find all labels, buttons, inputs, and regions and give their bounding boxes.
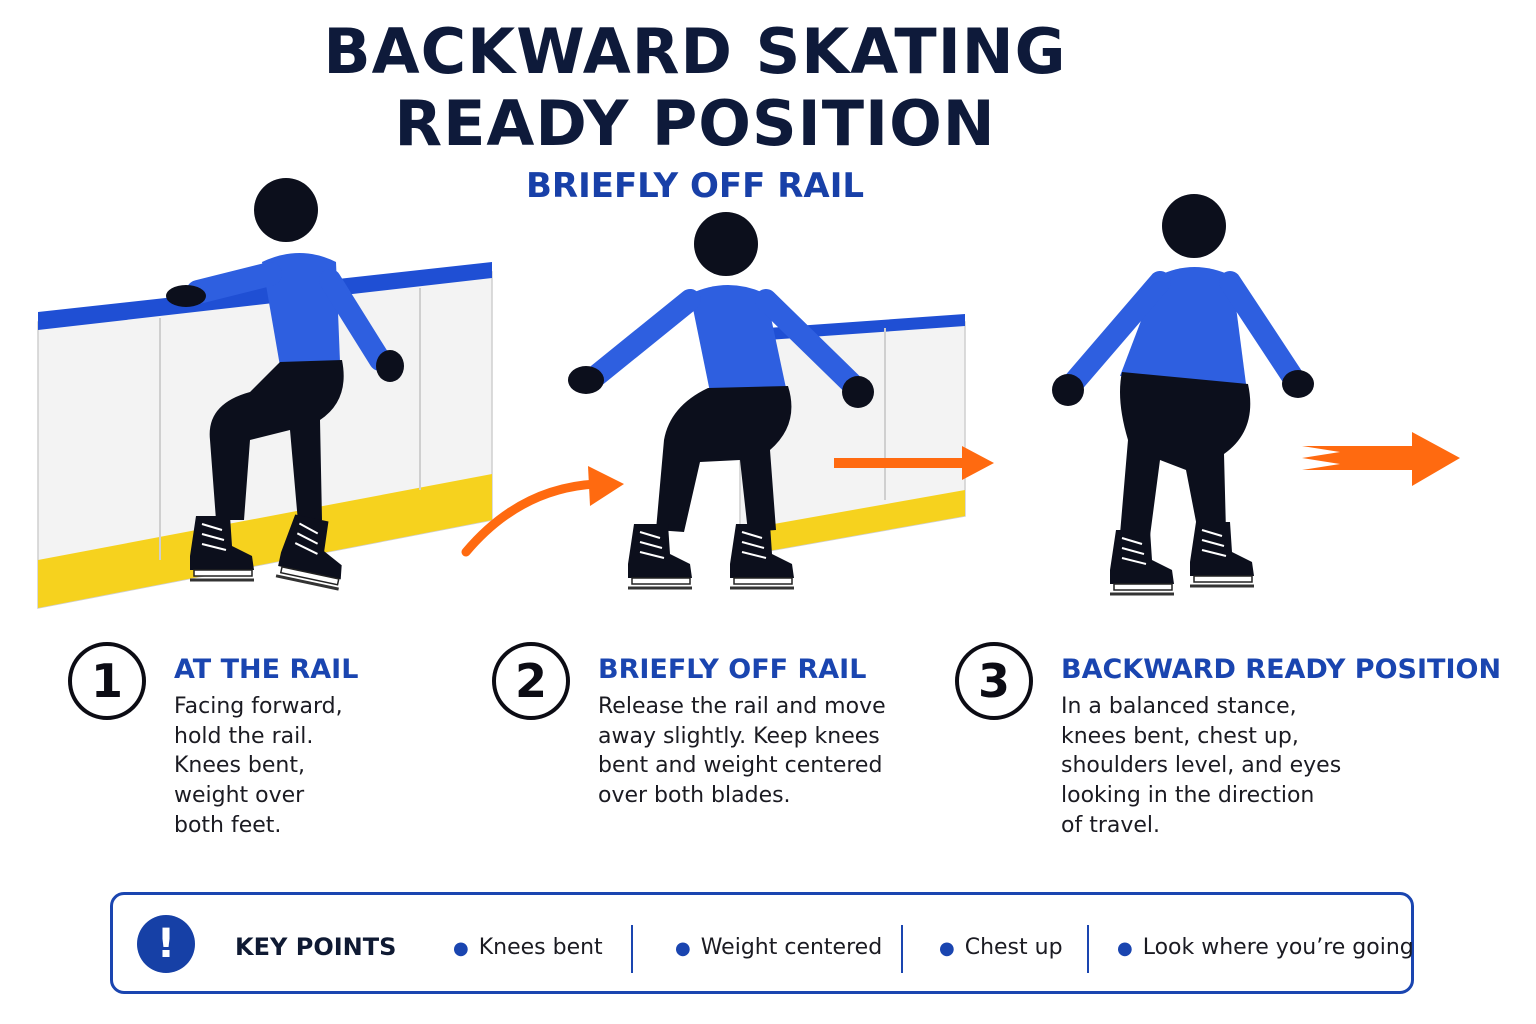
key-point-item: ● Look where you’re going	[1117, 935, 1414, 960]
bullet-icon: ●	[453, 938, 469, 959]
title-line-1: BACKWARD SKATING	[323, 15, 1067, 88]
step-line: of travel.	[1061, 812, 1161, 838]
step-line: both feet.	[174, 812, 282, 838]
step-description: In a balanced stance, knees bent, chest …	[1061, 692, 1341, 841]
step-number-badge: 3	[955, 642, 1033, 720]
key-point-item: ● Chest up	[939, 935, 1063, 960]
skater-ready-position	[1052, 194, 1314, 596]
exclamation-icon: !	[137, 915, 195, 973]
key-point-item: ● Knees bent	[453, 935, 603, 960]
divider	[1087, 925, 1089, 973]
step-line: over both blades.	[598, 783, 791, 809]
step-line: bent and weight centered	[598, 753, 883, 779]
step-number-badge: 2	[492, 642, 570, 720]
key-point-text: Knees bent	[478, 935, 603, 960]
step-line: Release the rail and move	[598, 694, 886, 719]
bullet-icon: ●	[1117, 938, 1133, 959]
key-point-text: Look where you’re going	[1142, 935, 1414, 960]
key-points-box: ! KEY POINTS ● Knees bent ● Weight centere…	[110, 892, 1414, 994]
step-heading: BRIEFLY OFF RAIL	[598, 654, 867, 685]
step-number-badge: 1	[68, 642, 146, 720]
step-line: Knees bent,	[174, 753, 305, 779]
bullet-icon: ●	[939, 938, 955, 959]
bullet-icon: ●	[675, 938, 691, 959]
key-point-text: Chest up	[964, 935, 1063, 960]
step-line: looking in the direction	[1061, 783, 1315, 809]
divider	[631, 925, 633, 973]
step-description: Release the rail and move away slightly.…	[598, 692, 886, 811]
step-line: In a balanced stance,	[1061, 694, 1297, 719]
skater-off-rail	[568, 212, 874, 590]
page-subtitle: BRIEFLY OFF RAIL	[525, 166, 865, 206]
step-line: away slightly. Keep knees	[598, 723, 880, 749]
illustration	[37, 178, 1460, 609]
key-point-item: ● Weight centered	[675, 935, 882, 960]
arrow-straight	[834, 446, 994, 480]
key-points-label: KEY POINTS	[235, 933, 397, 961]
divider	[901, 925, 903, 973]
page-title: BACKWARD SKATING READY POSITION	[0, 16, 1390, 160]
step-line: weight over	[174, 783, 305, 809]
step-heading: BACKWARD READY POSITION	[1061, 654, 1502, 685]
step-line: shoulders level, and eyes	[1061, 753, 1342, 779]
step-heading: AT THE RAIL	[174, 654, 359, 685]
skater-at-rail	[166, 178, 404, 591]
step-line: Facing forward,	[174, 694, 343, 719]
title-line-2: READY POSITION	[394, 87, 996, 160]
step-line: hold the rail.	[174, 723, 314, 749]
arrow-motion	[1302, 432, 1460, 486]
step-line: knees bent, chest up,	[1061, 723, 1299, 749]
key-point-text: Weight centered	[700, 935, 883, 960]
step-description: Facing forward, hold the rail. Knees ben…	[174, 692, 343, 841]
arrow-curved	[461, 466, 624, 557]
